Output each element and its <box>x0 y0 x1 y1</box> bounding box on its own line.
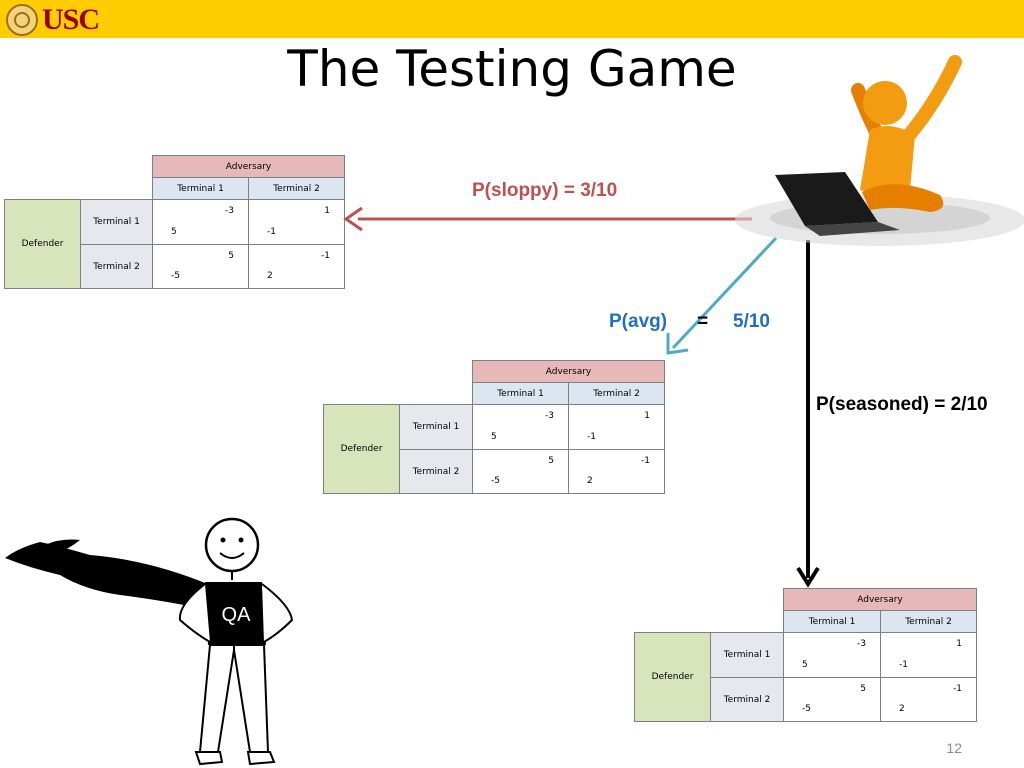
adversary-payoff: 5 <box>228 251 234 261</box>
avg-probability-equals: = <box>697 311 709 332</box>
payoff-cell: 1 -1 <box>568 404 665 450</box>
adversary-payoff: -3 <box>225 206 234 216</box>
payoff-cell: -1 2 <box>568 449 665 494</box>
defender-payoff: 5 <box>802 660 808 670</box>
defender-payoff: 5 <box>491 432 497 442</box>
adversary-payoff: 5 <box>548 456 554 466</box>
adversary-payoff: -1 <box>953 684 962 694</box>
defender-payoff: 2 <box>587 476 593 486</box>
sloppy-arrow <box>343 206 752 232</box>
payoff-cell: -3 5 <box>152 199 249 245</box>
payoff-cell: -1 2 <box>880 677 977 722</box>
row-header: Terminal 2 <box>80 244 153 289</box>
payoff-cell: 5 -5 <box>783 677 881 722</box>
defender-header: Defender <box>4 199 81 289</box>
sloppy-probability-label: P(sloppy) = 3/10 <box>472 180 618 201</box>
defender-payoff: -5 <box>802 704 811 714</box>
adversary-payoff: -1 <box>321 251 330 261</box>
payoff-cell: 1 -1 <box>248 199 345 245</box>
qa-superhero-icon <box>5 517 294 766</box>
defender-payoff: 2 <box>267 271 273 281</box>
header-bar: USC <box>0 0 1024 38</box>
avg-probability-value: 5/10 <box>733 311 770 332</box>
row-header: Terminal 2 <box>710 677 784 722</box>
avg-arrow <box>666 236 778 355</box>
adversary-payoff: 5 <box>860 684 866 694</box>
row-header: Terminal 1 <box>710 632 784 678</box>
logo-text: USC <box>42 3 100 36</box>
usc-logo: USC <box>6 3 100 37</box>
adversary-payoff: 1 <box>956 639 962 649</box>
adversary-payoff: -1 <box>641 456 650 466</box>
defender-payoff: -1 <box>587 432 596 442</box>
payoff-cell: 5 -5 <box>472 449 569 494</box>
adversary-payoff: -3 <box>857 639 866 649</box>
row-header: Terminal 2 <box>399 449 473 494</box>
usc-seal-icon <box>6 4 38 36</box>
defender-payoff: -1 <box>267 227 276 237</box>
seasoned-arrow <box>796 240 820 588</box>
adversary-payoff: 1 <box>644 411 650 421</box>
defender-payoff: -5 <box>171 271 180 281</box>
defender-header: Defender <box>323 404 400 494</box>
defender-payoff: -5 <box>491 476 500 486</box>
defender-payoff: -1 <box>899 660 908 670</box>
laptop-person-icon <box>735 55 1024 246</box>
defender-payoff: 5 <box>171 227 177 237</box>
adversary-payoff: 1 <box>324 206 330 216</box>
payoff-cell: -1 2 <box>248 244 345 289</box>
defender-header: Defender <box>634 632 711 722</box>
adversary-payoff: -3 <box>545 411 554 421</box>
payoff-cell: 1 -1 <box>880 632 977 678</box>
avg-probability-name: P(avg) <box>609 311 668 332</box>
slide-title: The Testing Game <box>287 40 737 98</box>
seasoned-probability-label: P(seasoned) = 2/10 <box>816 394 988 415</box>
payoff-cell: -3 5 <box>472 404 569 450</box>
defender-payoff: 2 <box>899 704 905 714</box>
row-header: Terminal 1 <box>80 199 153 245</box>
payoff-cell: -3 5 <box>783 632 881 678</box>
qa-shirt-text: QA <box>222 604 252 626</box>
slide-number: 12 <box>946 740 962 756</box>
